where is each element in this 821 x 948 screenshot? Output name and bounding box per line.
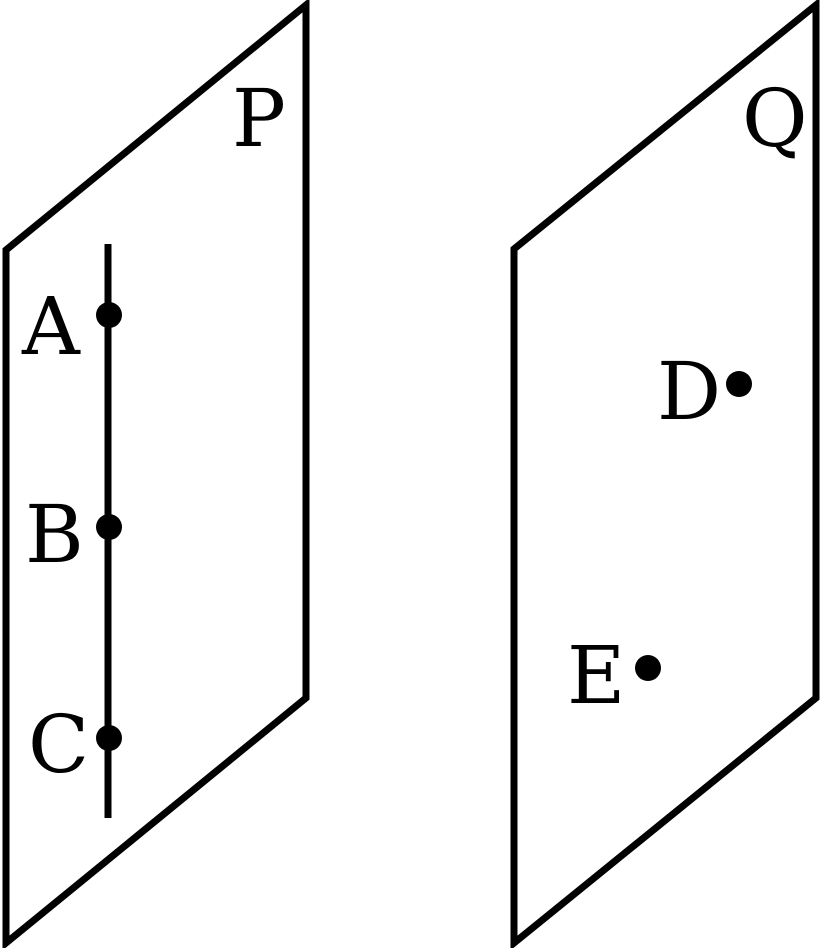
- plane-p: P A B C: [2, 0, 310, 948]
- plane-q-label: Q: [742, 72, 808, 165]
- point-e: [635, 655, 661, 681]
- plane-q-outline: [510, 0, 820, 948]
- point-e-label: E: [567, 629, 625, 722]
- point-d: [726, 371, 752, 397]
- point-b: [96, 514, 122, 540]
- point-a-label: A: [21, 280, 81, 373]
- plane-p-label: P: [232, 72, 286, 165]
- point-c: [96, 725, 122, 751]
- plane-p-outline: [2, 0, 310, 948]
- plane-q: Q D E: [510, 0, 820, 948]
- point-b-label: B: [25, 488, 84, 581]
- point-c-label: C: [28, 698, 89, 791]
- point-d-label: D: [657, 345, 721, 438]
- point-a: [96, 302, 122, 328]
